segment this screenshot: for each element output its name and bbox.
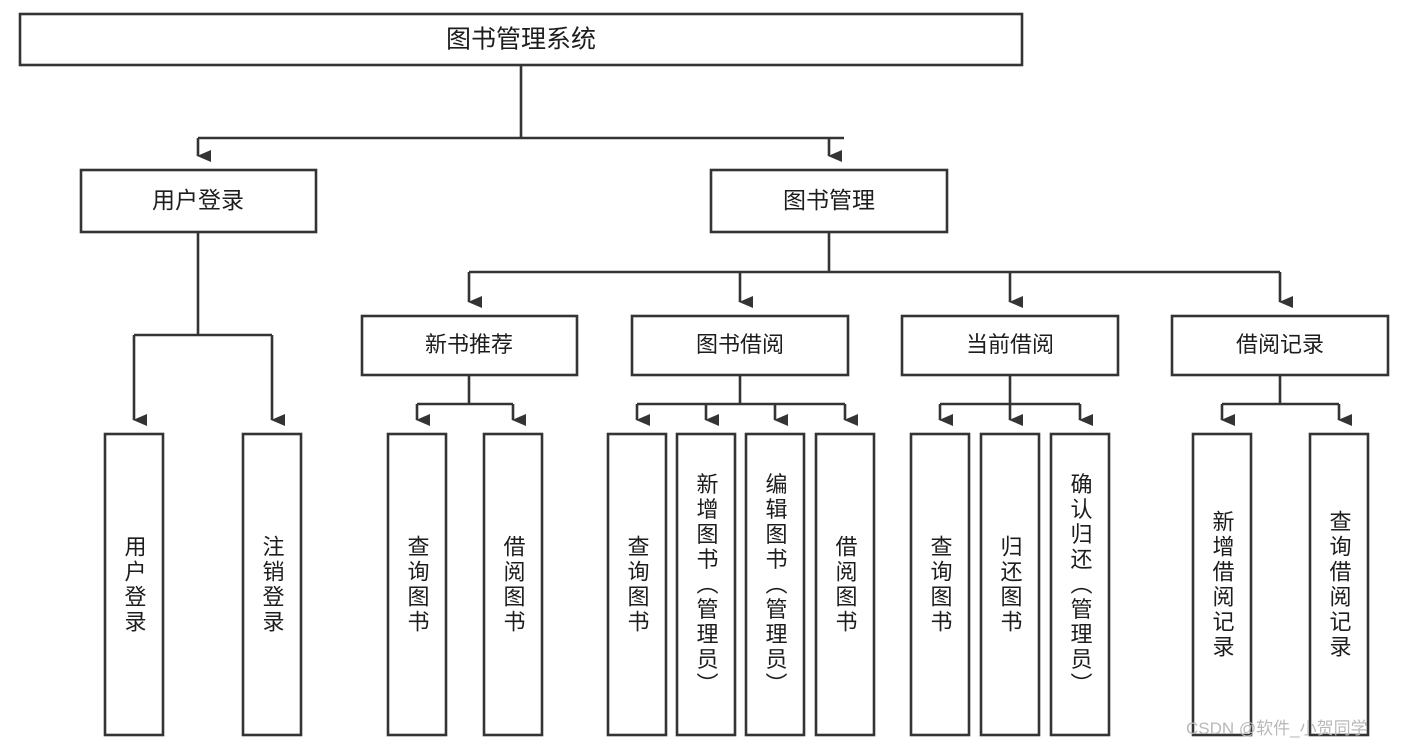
leaf-book-borrow-edit-book[interactable]: 编辑图书（管理员） <box>744 432 806 737</box>
leaf-current-borrow-query-book-label: 查询图书 <box>928 535 953 635</box>
leaf-book-borrow-add-book-label: 新增图书（管理员） <box>694 473 719 698</box>
leaf-book-borrow-borrow-book-label: 借阅图书 <box>833 535 858 635</box>
node-book-borrow[interactable]: 图书借阅 <box>630 314 850 377</box>
connector-currentborrow-to-leaves <box>938 375 1093 426</box>
connector-userlogin-to-leaves <box>132 232 285 426</box>
node-user-login[interactable]: 用户登录 <box>79 168 318 234</box>
node-root-book-management-system[interactable]: 图书管理系统 <box>18 12 1024 67</box>
leaf-borrow-record-query-record[interactable]: 查询借阅记录 <box>1308 432 1370 737</box>
connector-newbook-to-leaves <box>415 375 526 426</box>
node-borrow-record-label: 借阅记录 <box>1236 332 1324 357</box>
node-user-login-label: 用户登录 <box>152 187 244 213</box>
node-root-label: 图书管理系统 <box>446 26 596 54</box>
node-new-book-recommend[interactable]: 新书推荐 <box>360 314 579 377</box>
leaf-user-login-logout[interactable]: 注销登录 <box>241 432 303 737</box>
leaf-new-book-borrow-book-label: 借阅图书 <box>501 535 526 635</box>
connector-root-to-level1 <box>196 65 844 162</box>
leaf-user-login-logout-label: 注销登录 <box>260 535 285 635</box>
leaf-borrow-record-add-record[interactable]: 新增借阅记录 <box>1191 432 1253 737</box>
leaf-borrow-record-add-record-label: 新增借阅记录 <box>1210 510 1235 660</box>
leaf-current-borrow-confirm-return[interactable]: 确认归还（管理员） <box>1049 432 1111 737</box>
node-book-management[interactable]: 图书管理 <box>709 168 949 234</box>
node-borrow-record[interactable]: 借阅记录 <box>1170 314 1390 377</box>
node-new-book-recommend-label: 新书推荐 <box>425 332 513 357</box>
leaf-new-book-borrow-book[interactable]: 借阅图书 <box>482 432 544 737</box>
leaf-borrow-record-query-record-label: 查询借阅记录 <box>1327 510 1352 660</box>
connector-borrowrecord-to-leaves <box>1220 375 1352 426</box>
leaf-new-book-query-book-label: 查询图书 <box>405 535 430 635</box>
node-current-borrow[interactable]: 当前借阅 <box>900 314 1120 377</box>
leaf-current-borrow-query-book[interactable]: 查询图书 <box>909 432 971 737</box>
node-book-management-label: 图书管理 <box>783 187 875 213</box>
connector-bookborrow-to-leaves <box>635 375 858 426</box>
leaf-user-login-do-login[interactable]: 用户登录 <box>103 432 165 737</box>
leaf-book-borrow-query-book[interactable]: 查询图书 <box>606 432 668 737</box>
node-current-borrow-label: 当前借阅 <box>966 332 1054 357</box>
leaf-book-borrow-add-book[interactable]: 新增图书（管理员） <box>675 432 737 737</box>
leaf-book-borrow-edit-book-label: 编辑图书（管理员） <box>763 473 788 698</box>
connector-bookmgmt-to-level2 <box>467 232 1293 308</box>
leaf-new-book-query-book[interactable]: 查询图书 <box>386 432 448 737</box>
node-book-borrow-label: 图书借阅 <box>696 332 784 357</box>
leaf-current-borrow-confirm-return-label: 确认归还（管理员） <box>1068 473 1093 698</box>
leaf-book-borrow-borrow-book[interactable]: 借阅图书 <box>814 432 876 737</box>
leaf-book-borrow-query-book-label: 查询图书 <box>625 535 650 635</box>
leaf-user-login-do-login-label: 用户登录 <box>122 535 147 635</box>
leaf-current-borrow-return-book[interactable]: 归还图书 <box>979 432 1041 737</box>
leaf-current-borrow-return-book-label: 归还图书 <box>998 535 1023 635</box>
